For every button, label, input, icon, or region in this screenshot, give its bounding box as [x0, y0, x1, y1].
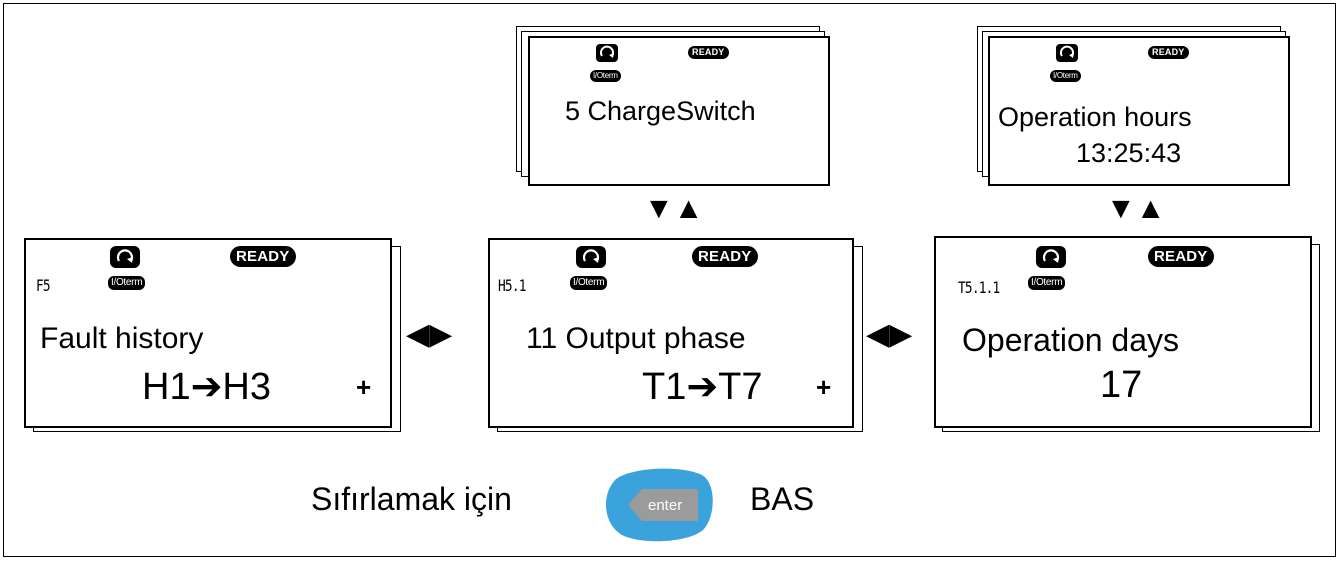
- panel-title: Fault history: [40, 322, 204, 355]
- panel-title: Operation days: [962, 322, 1180, 358]
- io-term-badge: I/Oterm: [108, 276, 146, 290]
- ready-badge: READY: [1148, 46, 1189, 59]
- ready-badge: READY: [1148, 246, 1214, 267]
- panel-value: 13:25:43: [1076, 138, 1182, 168]
- output-phase-panel: READY H5.1 I/Oterm 11 Output phase T1➔T7…: [488, 238, 854, 428]
- rotate-icon: [1056, 44, 1078, 62]
- io-term-badge: I/Oterm: [590, 70, 621, 82]
- ready-badge: READY: [230, 246, 296, 267]
- io-term-badge: I/Oterm: [1050, 70, 1081, 82]
- diagram-frame: [3, 3, 1336, 557]
- down-up-arrows-icon: ▼▲: [1106, 192, 1166, 225]
- panel-range: H1➔H3: [142, 366, 271, 408]
- panel-range: T1➔T7: [642, 366, 763, 408]
- rotate-icon: [596, 44, 618, 62]
- enter-key-icon: enter: [605, 468, 713, 542]
- panel-title: 11 Output phase: [526, 322, 746, 355]
- footer-instruction: Sıfırlamak için: [311, 481, 512, 517]
- rotate-icon: [110, 246, 140, 268]
- operation-days-panel: READY T5.1.1 I/Oterm Operation days 17: [934, 236, 1312, 428]
- down-up-arrows-icon: ▼▲: [644, 192, 704, 225]
- menu-code: F5: [36, 276, 51, 295]
- more-plus-icon: +: [356, 372, 372, 402]
- operation-hours-panel: READY I/Oterm Operation hours 13:25:43: [988, 36, 1290, 186]
- fault-history-panel: READY F5 I/Oterm Fault history H1➔H3 +: [24, 238, 392, 428]
- enter-key-label: enter: [648, 497, 682, 514]
- charge-switch-panel: READY I/Oterm 5 ChargeSwitch: [528, 36, 830, 186]
- left-right-arrows-icon: ◀▶: [406, 318, 453, 351]
- rotate-icon: [1036, 246, 1066, 268]
- more-plus-icon: +: [816, 372, 832, 402]
- panel-value: 17: [1100, 364, 1143, 406]
- rotate-icon: [576, 246, 606, 268]
- ready-badge: READY: [692, 246, 758, 267]
- footer-action: BAS: [750, 481, 815, 517]
- panel-title: 5 ChargeSwitch: [565, 96, 756, 126]
- menu-code: T5.1.1: [958, 278, 1000, 297]
- io-term-badge: I/Oterm: [1028, 276, 1066, 290]
- enter-key-body: [628, 489, 698, 521]
- panel-title: Operation hours: [998, 102, 1192, 132]
- menu-code: H5.1: [498, 276, 526, 295]
- io-term-badge: I/Oterm: [570, 276, 608, 290]
- left-right-arrows-icon: ◀▶: [866, 318, 913, 351]
- ready-badge: READY: [688, 46, 729, 59]
